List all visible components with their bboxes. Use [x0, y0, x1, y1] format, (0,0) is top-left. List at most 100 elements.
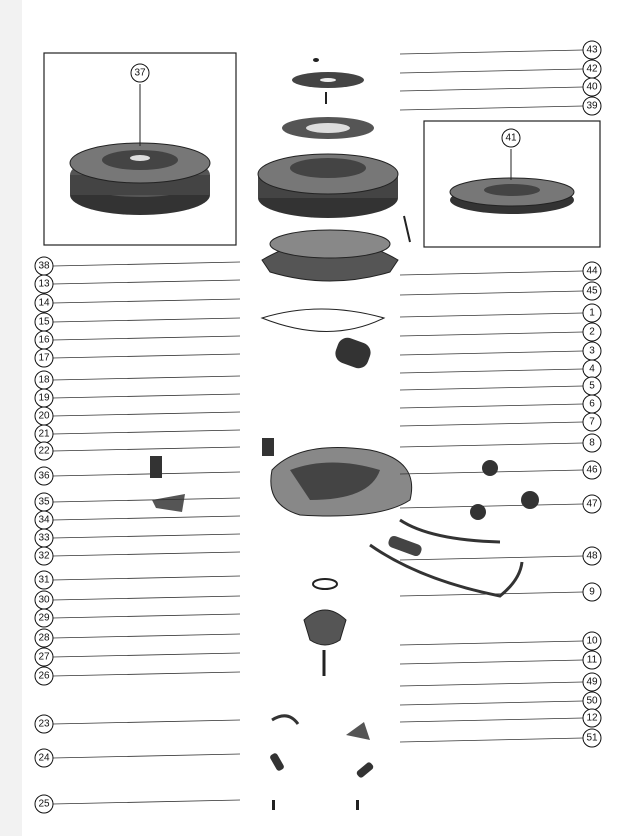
leader-line [399, 640, 584, 646]
callout-label: 28 [38, 633, 50, 644]
callout: 39 [582, 96, 602, 116]
callout: 5 [582, 376, 602, 396]
callout: 2 [582, 322, 602, 342]
callout-label: 22 [38, 446, 50, 457]
leader-line [52, 497, 241, 503]
leader-line [52, 335, 241, 341]
callout-label: 40 [586, 82, 598, 93]
callout-label: 24 [38, 753, 50, 764]
leader-line [399, 290, 584, 296]
callout: 30 [34, 590, 54, 610]
leader-line [52, 446, 241, 452]
callout-label: 11 [587, 655, 598, 666]
callout-circle [34, 608, 54, 628]
callout-label: 32 [38, 551, 50, 562]
leader-line [399, 717, 584, 723]
callout-label: 17 [38, 353, 50, 364]
callout: 25 [34, 794, 54, 814]
callout: 31 [34, 570, 54, 590]
callout-circle [34, 293, 54, 313]
callout-label: 51 [586, 733, 598, 744]
callout-circle [582, 96, 602, 116]
leader-line [52, 298, 241, 304]
leader-line [399, 700, 584, 706]
callout: 40 [582, 77, 602, 97]
callout-circle [34, 466, 54, 486]
callout-circle [582, 322, 602, 342]
callout: 10 [582, 631, 602, 651]
leader-line [52, 353, 241, 359]
callout-circle [582, 582, 602, 602]
leader-line [399, 555, 584, 561]
leader-line [399, 312, 584, 318]
callout: 7 [582, 412, 602, 432]
leader-line [399, 105, 584, 111]
central-assembly [150, 58, 539, 810]
callout-label: 45 [586, 286, 598, 297]
leader-line [399, 737, 584, 743]
callout: 42 [582, 59, 602, 79]
callout-circle [582, 412, 602, 432]
inset-flywheel-right [423, 120, 601, 248]
callout-label: 34 [38, 515, 50, 526]
callout: 51 [582, 728, 602, 748]
callout: 18 [34, 370, 54, 390]
leader-line [399, 385, 584, 391]
leader-line [399, 469, 584, 475]
callout-circle [34, 570, 54, 590]
leader-line [399, 270, 584, 276]
leader-line [399, 49, 584, 55]
callout-label: 14 [38, 298, 50, 309]
callout-circle [34, 348, 54, 368]
callout-label: 30 [38, 595, 50, 606]
callout: 21 [34, 424, 54, 444]
callout-circle [34, 647, 54, 667]
leader-line [52, 375, 241, 381]
leader-line [399, 331, 584, 337]
callout-circle [34, 441, 54, 461]
callout-label: 4 [589, 364, 595, 375]
callout: 43 [582, 40, 602, 60]
leader-line [399, 368, 584, 374]
leader-line [399, 403, 584, 409]
callout-circle [34, 748, 54, 768]
callout: 35 [34, 492, 54, 512]
callout-label: 13 [38, 279, 50, 290]
leader-line [52, 799, 241, 805]
callout: 29 [34, 608, 54, 628]
callout-label: 48 [586, 551, 598, 562]
callout-label: 43 [586, 45, 598, 56]
callout-label: 29 [38, 613, 50, 624]
callout-label: 16 [38, 335, 50, 346]
callout: 26 [34, 666, 54, 686]
leader-line [399, 86, 584, 92]
inset-left-label: 37 [130, 63, 150, 83]
callout: 1 [582, 303, 602, 323]
callout: 28 [34, 628, 54, 648]
inset-flywheel-left [43, 52, 237, 246]
callout-label: 44 [586, 266, 598, 277]
callout: 12 [582, 708, 602, 728]
callout-label: 37 [134, 68, 146, 79]
callout: 9 [582, 582, 602, 602]
callout-label: 35 [38, 497, 50, 508]
leader-line [399, 591, 584, 597]
leader-line [399, 503, 584, 509]
callout: 27 [34, 647, 54, 667]
callout-circle [34, 274, 54, 294]
callout: 44 [582, 261, 602, 281]
callout-circle [582, 672, 602, 692]
callout-label: 25 [38, 799, 50, 810]
callout: 8 [582, 433, 602, 453]
leader-line [52, 613, 241, 619]
callout-circle [34, 666, 54, 686]
callout-label: 1 [589, 308, 595, 319]
leader-line [399, 421, 584, 427]
callout: 20 [34, 406, 54, 426]
callout-label: 12 [586, 713, 598, 724]
callout-circle [582, 261, 602, 281]
leader-line [52, 652, 241, 658]
callout-circle [582, 77, 602, 97]
callout-circle [582, 631, 602, 651]
